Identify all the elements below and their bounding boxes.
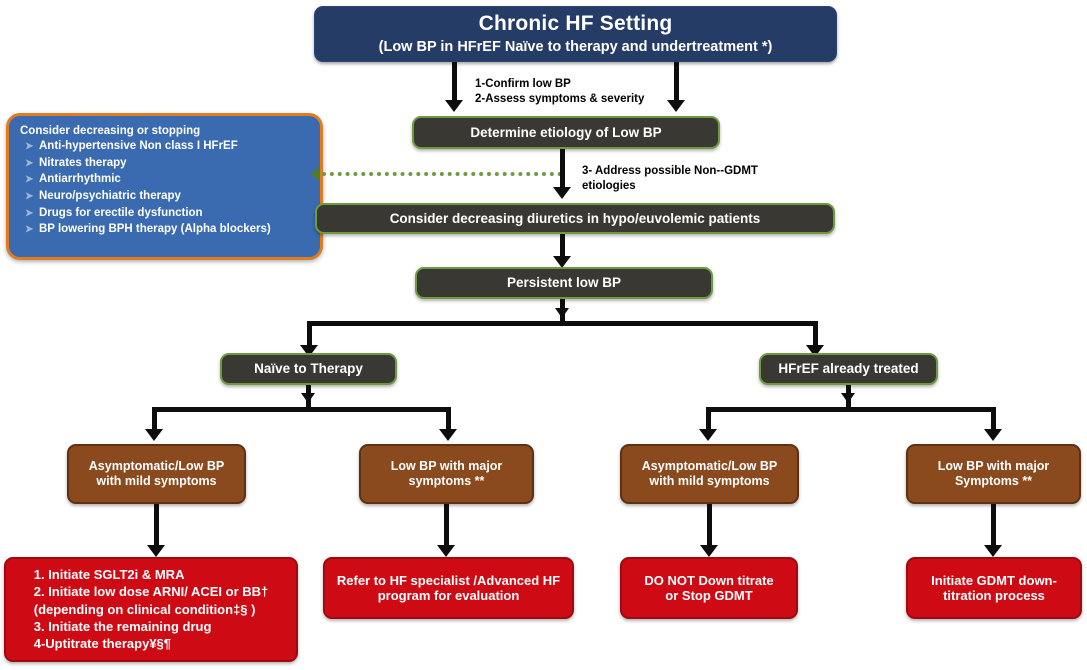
bullet-arrow-icon: ➤ — [25, 224, 34, 236]
node-consider-decreasing-diuretics: Consider decreasing diuretics in hypo/eu… — [315, 203, 835, 234]
arrowhead-title-left — [445, 100, 463, 112]
list-item-label: Nitrates therapy — [39, 156, 127, 169]
list-item-label: Antiarrhythmic — [39, 173, 121, 186]
connector-naive-major-outcome — [444, 504, 449, 549]
bullet-arrow-icon: ➤ — [25, 191, 34, 203]
node-naive-major-symptoms: Low BP with major symptoms ** — [359, 444, 534, 504]
list-item: ➤ Anti-hypertensive Non class I HFrEF — [25, 138, 310, 155]
arrowhead-etiology-diuretics — [553, 187, 571, 199]
connector-treated-bar — [706, 407, 996, 412]
node-outcome-initiate-down-titration: Initiate GDMT down- titration process — [906, 557, 1082, 619]
list-item-label: BP lowering BPH therapy (Alpha blockers) — [39, 223, 271, 236]
bullet-arrow-icon: ➤ — [25, 174, 34, 186]
arrowhead-persistent-stem — [555, 308, 569, 318]
list-item: ➤ Neuro/psychiatric therapy — [25, 188, 310, 205]
connector-naive-mild-outcome — [154, 504, 159, 549]
node-persistent-low-bp: Persistent low BP — [415, 267, 713, 299]
node-outcome-initiate-therapy: 1. Initiate SGLT2i & MRA 2. Initiate low… — [4, 557, 298, 662]
title-main: Chronic HF Setting — [478, 11, 673, 35]
node-outcome-do-not-down-titrate: DO NOT Down titrate or Stop GDMT — [620, 557, 798, 619]
node-persistent-label: Persistent low BP — [506, 275, 622, 291]
panel-heading: Consider decreasing or stopping — [20, 125, 201, 137]
node-diuretics-label: Consider decreasing diuretics in hypo/eu… — [389, 210, 761, 226]
bullet-arrow-icon: ➤ — [25, 157, 34, 169]
list-item: ➤ Antiarrhythmic — [25, 171, 310, 188]
list-item: ➤ Nitrates therapy — [25, 155, 310, 172]
arrowhead-naive-mild-outcome — [147, 545, 165, 557]
list-item: ➤ Drugs for erectile dysfunction — [25, 205, 310, 222]
node-treated-mild-symptoms: Asymptomatic/Low BP with mild symptoms — [620, 444, 799, 504]
arrowhead-naive-major-outcome — [437, 545, 455, 557]
node-outcome-initiate-therapy-label: 1. Initiate SGLT2i & MRA 2. Initiate low… — [33, 567, 269, 652]
connector-title-right — [674, 62, 679, 104]
arrowhead-treated-major-outcome — [984, 545, 1002, 557]
arrowhead-treated-stem — [841, 393, 855, 403]
node-treated-major-symptoms: Low BP with major Symptoms ** — [906, 444, 1081, 504]
annotation-step-1-2: 1-Confirm low BP 2-Assess symptoms & sev… — [475, 78, 645, 105]
node-chronic-hf-setting: Chronic HF Setting (Low BP in HFrEF Naïv… — [314, 6, 837, 62]
connector-diuretics-persistent — [560, 234, 565, 259]
connector-treated-left — [706, 407, 711, 433]
connector-etiology-diuretics — [560, 149, 565, 191]
arrowhead-non-gdmt — [310, 167, 320, 181]
node-outcome-do-not-label: DO NOT Down titrate or Stop GDMT — [644, 572, 774, 603]
node-treated-label: HFrEF already treated — [778, 361, 919, 377]
connector-non-gdmt-dotted — [322, 172, 562, 176]
node-naive-label: Naïve to Therapy — [254, 361, 363, 377]
node-determine-etiology-label: Determine etiology of Low BP — [470, 124, 662, 140]
node-naive-mild-symptoms: Asymptomatic/Low BP with mild symptoms — [67, 444, 246, 504]
arrowhead-naive-left — [145, 429, 163, 441]
bullet-arrow-icon: ➤ — [25, 141, 34, 152]
connector-treated-right — [991, 407, 996, 433]
bullet-arrow-icon: ➤ — [25, 207, 34, 219]
node-naive-mild-label: Asymptomatic/Low BP with mild symptoms — [88, 459, 225, 488]
arrowhead-naive-right — [439, 429, 457, 441]
arrowhead-diuretics-persistent — [553, 256, 571, 268]
connector-naive-right — [446, 407, 451, 433]
connector-branch-left — [307, 321, 312, 349]
connector-title-left — [452, 62, 457, 104]
connector-treated-mild-outcome — [707, 504, 712, 549]
node-treated-major-label: Low BP with major Symptoms ** — [937, 459, 1050, 488]
connector-treated-major-outcome — [991, 504, 996, 549]
title-subtitle: (Low BP in HFrEF Naïve to therapy and un… — [378, 39, 773, 56]
node-treated-mild-label: Asymptomatic/Low BP with mild symptoms — [641, 459, 778, 488]
node-determine-etiology: Determine etiology of Low BP — [412, 116, 720, 149]
arrowhead-naive-stem — [301, 393, 315, 403]
node-outcome-refer-specialist: Refer to HF specialist /Advanced HF prog… — [323, 557, 574, 619]
node-naive-to-therapy: Naïve to Therapy — [220, 353, 397, 385]
connector-naive-left — [152, 407, 157, 433]
connector-branch-right — [813, 321, 818, 349]
list-item: ➤ BP lowering BPH therapy (Alpha blocker… — [25, 221, 310, 238]
arrowhead-title-right — [667, 100, 685, 112]
arrowhead-treated-left — [699, 429, 717, 441]
connector-branch-bar-top — [307, 321, 818, 326]
arrowhead-treated-mild-outcome — [700, 545, 718, 557]
annotation-step-3: 3- Address possible Non--GDMT etiologies — [582, 165, 758, 192]
node-outcome-refer-label: Refer to HF specialist /Advanced HF prog… — [336, 572, 561, 603]
list-item-label: Neuro/psychiatric therapy — [39, 190, 181, 203]
list-item-label: Drugs for erectile dysfunction — [39, 206, 203, 219]
connector-naive-bar — [152, 407, 451, 412]
node-hfref-already-treated: HFrEF already treated — [759, 353, 938, 385]
list-item-label: Anti-hypertensive Non class I HFrEF — [39, 140, 238, 152]
node-outcome-down-titration-label: Initiate GDMT down- titration process — [931, 572, 1057, 603]
arrowhead-treated-right — [984, 429, 1002, 441]
node-naive-major-label: Low BP with major symptoms ** — [390, 459, 503, 488]
panel-consider-decreasing-stopping: Consider decreasing or stopping ➤ Anti-h… — [6, 113, 323, 260]
